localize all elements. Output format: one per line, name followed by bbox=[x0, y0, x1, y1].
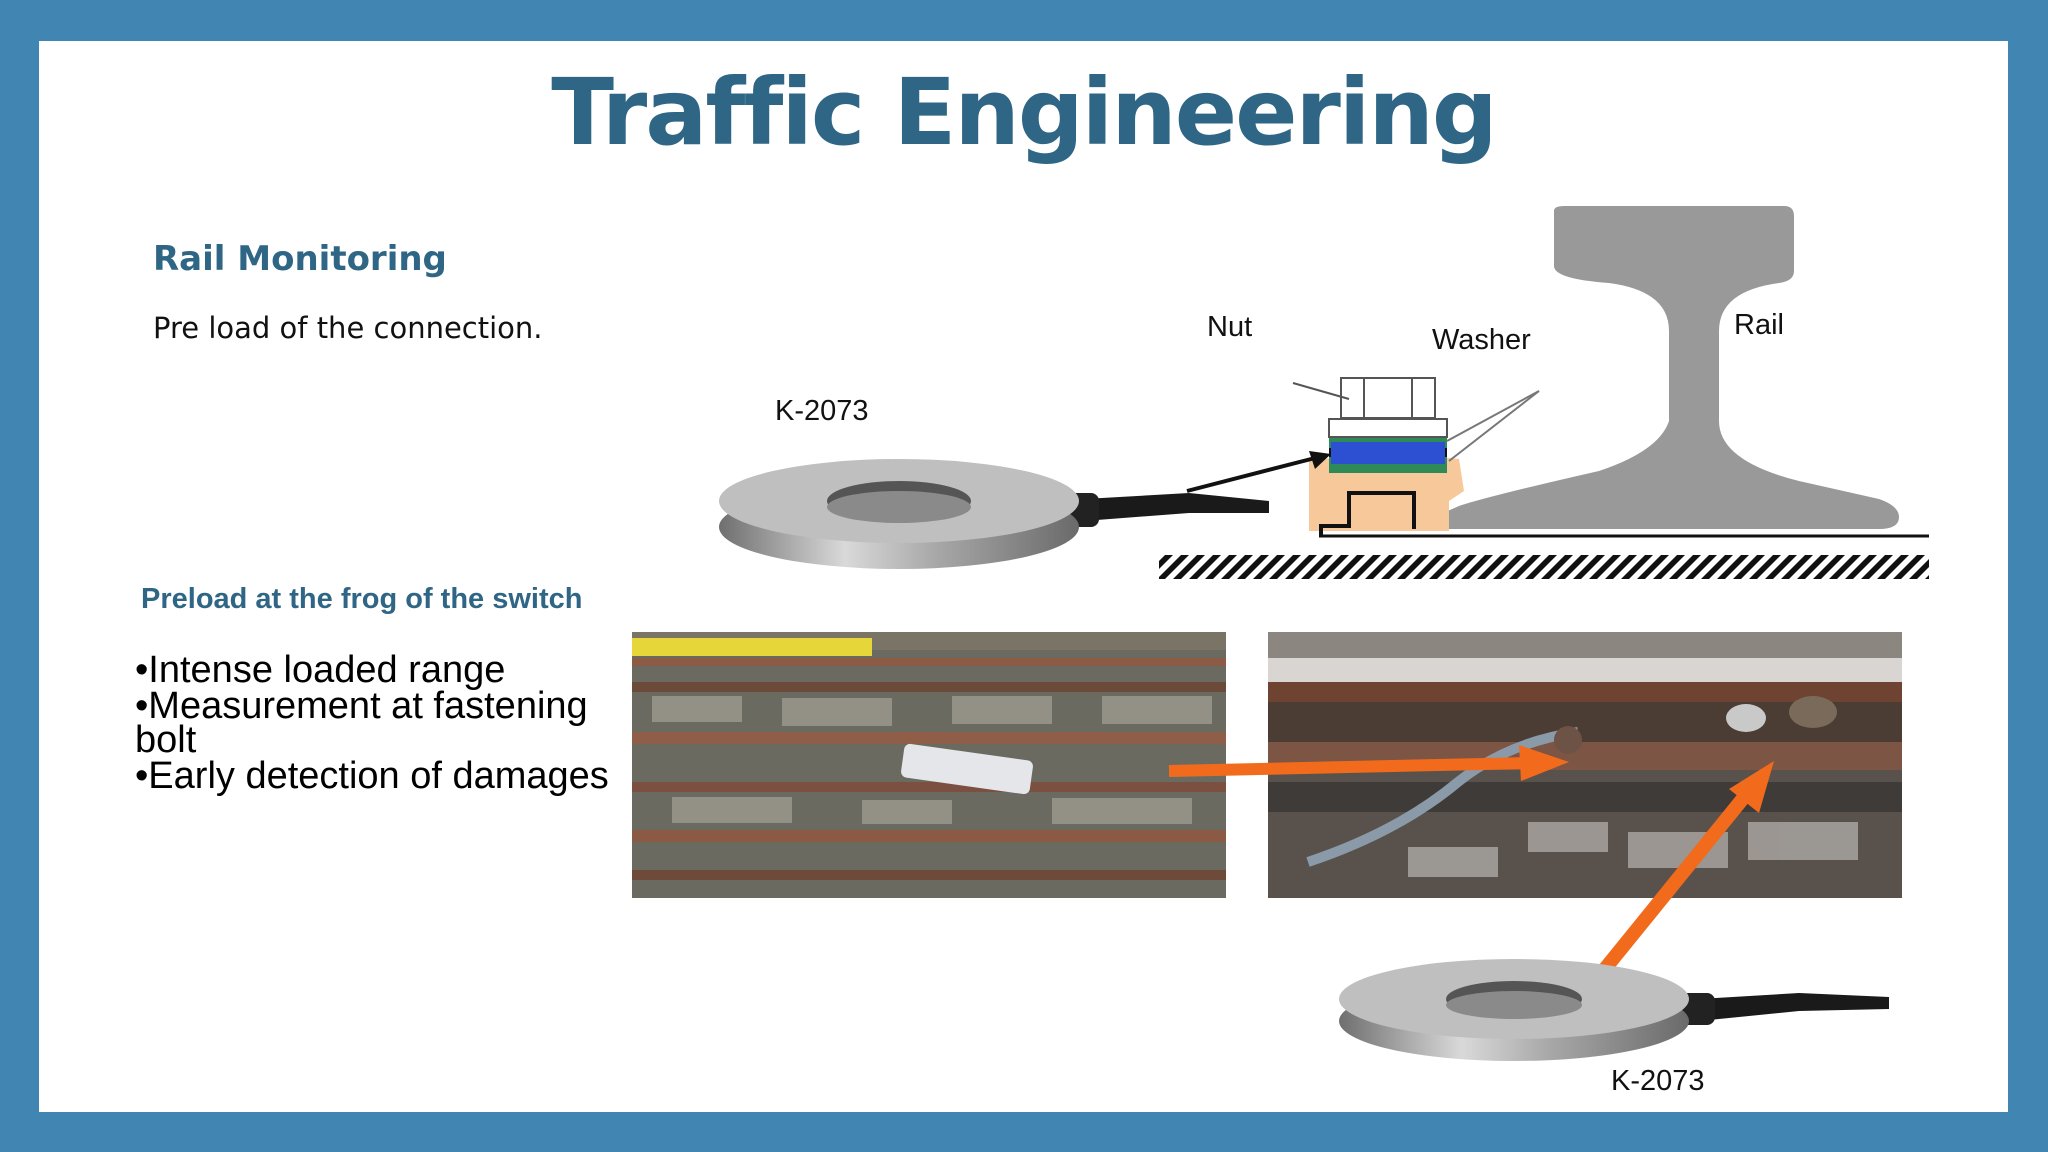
orange-arrows bbox=[1168, 745, 1774, 991]
track-photo-left bbox=[632, 632, 1226, 898]
frog-bullet-list: •Intense loaded range •Measurement at fa… bbox=[135, 649, 635, 797]
bullet-item: •Intense loaded range bbox=[135, 649, 506, 691]
sensor-ring-bottom-image bbox=[1339, 959, 1889, 1061]
sensor-bottom-label: K-2073 bbox=[1611, 1065, 1705, 1097]
rail-fastening-diagram bbox=[1159, 206, 1929, 579]
sensor-ring-top-image bbox=[719, 459, 1269, 569]
rail-label: Rail bbox=[1734, 309, 1784, 341]
frog-heading: Preload at the frog of the switch bbox=[141, 583, 583, 615]
slide: Traffic Engineering Rail Monitoring Pre … bbox=[39, 41, 2008, 1112]
bullet-item: •Early detection of damages bbox=[135, 755, 609, 797]
nut-label: Nut bbox=[1207, 311, 1253, 343]
track-photo-right bbox=[1268, 632, 1902, 898]
section-heading: Rail Monitoring bbox=[153, 239, 447, 279]
washer-label: Washer bbox=[1432, 324, 1531, 356]
section-text: Pre load of the connection. bbox=[153, 311, 543, 345]
slide-title: Traffic Engineering bbox=[551, 59, 1498, 166]
bullet-item: •Measurement at fastening bolt bbox=[135, 685, 588, 761]
sensor-top-label: K-2073 bbox=[775, 395, 869, 427]
